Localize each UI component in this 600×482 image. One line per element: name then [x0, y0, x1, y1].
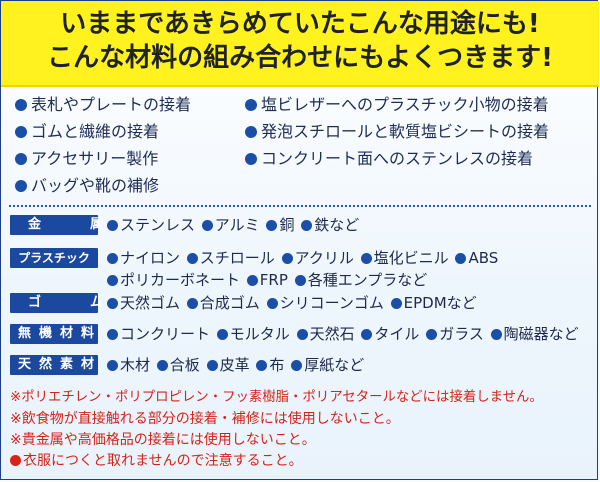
bullet-icon	[107, 329, 118, 340]
caution-note: ※飲食物が直接触れる部分の接着・補修には使用しないこと。	[10, 411, 400, 427]
headline-line-1: いままであきらめていたこんな用途にも!	[60, 9, 540, 39]
caution-note: ※ポリエチレン・ポリプロピレン・フッ素樹脂・ポリアセタールなどには接着しません。	[10, 390, 543, 405]
bullet-icon	[296, 329, 308, 340]
bullet-icon	[361, 329, 373, 340]
use-list: 表札やプレートの接着 ゴムと繊維の接着 アクセサリー製作 バッグや靴の補修 塩ビ…	[1, 95, 599, 205]
caution-note: 衣服につくと取れませんので注意すること。	[10, 452, 303, 470]
bullet-icon	[301, 220, 313, 231]
bullet-icon	[15, 99, 27, 111]
bullet-icon	[245, 153, 257, 165]
bullet-icon	[245, 126, 257, 138]
bullet-icon	[15, 126, 27, 138]
category-label: ゴ ム	[10, 293, 103, 313]
material-row: 天然ゴム 合成ゴム シリコーンゴム EPDMなど	[105, 293, 477, 313]
category-label: 天然素材	[10, 355, 98, 375]
category-label: 無機材料	[10, 324, 98, 344]
headline-line-2: こんな材料の組み合わせにもよくつきます!	[47, 43, 553, 73]
bullet-icon	[15, 180, 27, 192]
bullet-icon	[107, 360, 118, 371]
use-item: 表札やプレートの接着	[15, 95, 191, 115]
bullet-icon	[107, 220, 118, 231]
bullet-icon	[294, 275, 306, 286]
bullet-icon	[156, 360, 168, 371]
bullet-icon	[390, 298, 402, 309]
material-row: ポリカーボネート FRP 各種エンプラなど	[105, 270, 427, 290]
bullet-icon	[455, 253, 467, 264]
bullet-icon	[206, 360, 218, 371]
bullet-icon	[281, 253, 293, 264]
use-item: コンクリート面へのステンレスの接着	[245, 149, 533, 169]
material-row: 木材 合板 皮革 布 厚紙など	[105, 355, 364, 375]
bullet-icon	[490, 329, 502, 340]
bullet-icon	[107, 253, 118, 264]
bullet-icon	[201, 220, 213, 231]
use-item: 塩ビレザーへのプラスチック小物の接着	[245, 95, 549, 115]
material-row: コンクリート モルタル 天然石 タイル ガラス 陶磁器など	[105, 324, 579, 344]
material-row: ステンレス アルミ 銅 鉄など	[105, 215, 359, 235]
use-item: 発泡スチロールと軟質塩ビシートの接着	[245, 122, 549, 142]
bullet-icon	[266, 220, 278, 231]
bullet-icon	[186, 298, 198, 309]
bullet-icon	[291, 360, 303, 371]
bullet-icon	[107, 298, 118, 309]
material-row: ナイロン スチロール アクリル 塩化ビニル ABS	[105, 248, 498, 268]
use-item: アクセサリー製作	[15, 149, 158, 169]
bullet-icon	[107, 275, 118, 286]
use-item: バッグや靴の補修	[15, 176, 159, 196]
bullet-icon	[186, 253, 198, 264]
bullet-icon	[360, 253, 372, 264]
caution-note: ※貴金属や高価格品の接着には使用しないこと。	[10, 432, 316, 448]
category-label: 金 属	[10, 215, 103, 235]
category-label: プラスチック	[10, 248, 98, 268]
section-divider	[9, 205, 591, 207]
bullet-icon	[246, 275, 258, 286]
use-item: ゴムと繊維の接着	[15, 122, 159, 142]
bullet-icon	[256, 360, 268, 371]
bullet-icon	[216, 329, 228, 340]
bullet-icon	[15, 153, 27, 165]
bullet-icon	[10, 455, 21, 466]
headline-banner: いままであきらめていたこんな用途にも! こんな材料の組み合わせにもよくつきます!	[1, 1, 599, 87]
bullet-icon	[426, 329, 438, 340]
bullet-icon	[266, 298, 278, 309]
bullet-icon	[245, 99, 257, 111]
